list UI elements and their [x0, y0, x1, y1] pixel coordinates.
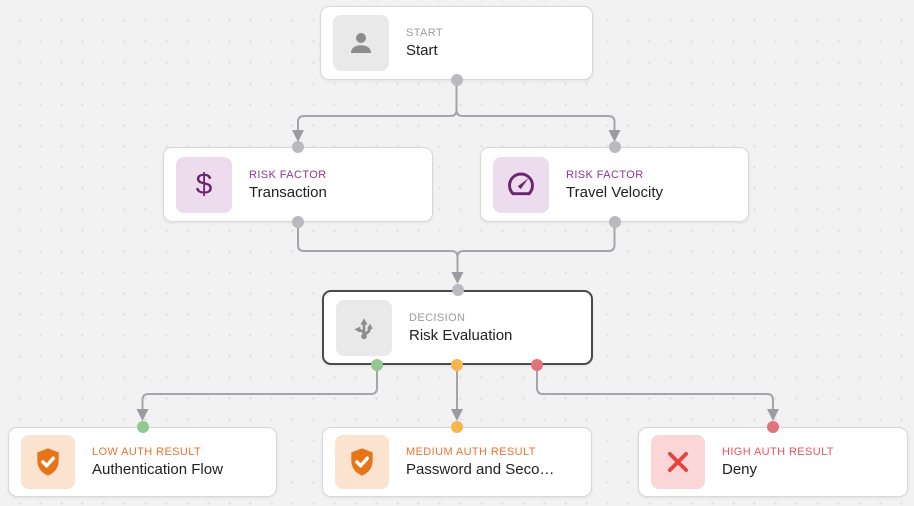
node-risk-factor-transaction[interactable]: $ RISK FACTOR Transaction	[163, 147, 433, 222]
node-type-label: RISK FACTOR	[249, 168, 327, 181]
branch-arrows-icon	[336, 299, 392, 356]
port-medium-result-in[interactable]	[451, 421, 463, 433]
node-title: Risk Evaluation	[409, 326, 513, 344]
x-icon	[651, 435, 705, 489]
shield-check-icon	[21, 435, 75, 489]
port-decision-in[interactable]	[451, 284, 464, 296]
node-medium-auth-result[interactable]: MEDIUM AUTH RESULT Password and Seco…	[322, 427, 592, 497]
port-transaction-out[interactable]	[292, 216, 304, 228]
branch-arrows-icon-glyph	[354, 317, 373, 339]
port-travel-velocity-in[interactable]	[608, 141, 621, 153]
node-title: Authentication Flow	[92, 461, 223, 478]
gauge-icon	[493, 156, 549, 213]
port-low-result-in[interactable]	[136, 421, 149, 433]
node-risk-factor-travel-velocity[interactable]: RISK FACTOR Travel Velocity	[480, 147, 749, 222]
node-title: Travel Velocity	[566, 183, 663, 201]
node-title: Deny	[722, 461, 758, 478]
arrowhead-medium-result	[451, 409, 463, 421]
port-start-out[interactable]	[450, 74, 463, 86]
node-type-label: MEDIUM AUTH RESULT	[406, 446, 536, 458]
node-decision-risk-evaluation[interactable]: DECISION Risk Evaluation	[322, 290, 593, 365]
shield-check-icon	[335, 435, 389, 489]
edge-decision-to-high-result[interactable]	[536, 365, 774, 409]
node-type-label: START	[406, 27, 444, 39]
dollar-glyph: $	[195, 167, 213, 201]
node-low-auth-result[interactable]: LOW AUTH RESULT Authentication Flow	[8, 427, 277, 497]
gauge-icon-glyph	[508, 172, 534, 195]
port-decision-out-high[interactable]	[531, 359, 543, 371]
dollar-icon: $	[176, 156, 232, 213]
port-high-result-in[interactable]	[767, 421, 779, 433]
node-title: Transaction	[249, 183, 327, 201]
arrowhead-high-result	[767, 409, 779, 421]
node-title: Password and Seco…	[406, 461, 555, 478]
port-decision-out-low[interactable]	[371, 359, 383, 371]
edge-decision-to-low-result[interactable]	[141, 365, 378, 409]
edge-start-to-transaction[interactable]	[297, 80, 458, 131]
node-start[interactable]: START Start	[320, 6, 593, 80]
port-travel-velocity-out[interactable]	[608, 216, 621, 228]
person-icon-glyph	[351, 33, 371, 53]
node-high-auth-result[interactable]: HIGH AUTH RESULT Deny	[638, 427, 908, 497]
node-type-label: LOW AUTH RESULT	[92, 446, 202, 458]
node-type-label: RISK FACTOR	[566, 168, 644, 181]
shield-check-icon-glyph	[37, 448, 59, 476]
node-type-label: DECISION	[409, 311, 466, 324]
port-decision-out-medium[interactable]	[451, 359, 463, 371]
person-icon	[333, 15, 389, 71]
edge-transaction-to-decision[interactable]	[297, 222, 459, 273]
edge-travel-velocity-to-decision[interactable]	[456, 222, 616, 273]
arrowhead-decision	[451, 272, 464, 284]
node-type-label: HIGH AUTH RESULT	[722, 446, 834, 458]
edge-start-to-travel-velocity[interactable]	[455, 80, 616, 131]
node-title: Start	[406, 42, 438, 59]
x-icon-glyph	[668, 452, 688, 472]
shield-check-icon-glyph	[351, 448, 373, 476]
port-transaction-in[interactable]	[292, 141, 304, 153]
arrowhead-low-result	[136, 409, 149, 421]
